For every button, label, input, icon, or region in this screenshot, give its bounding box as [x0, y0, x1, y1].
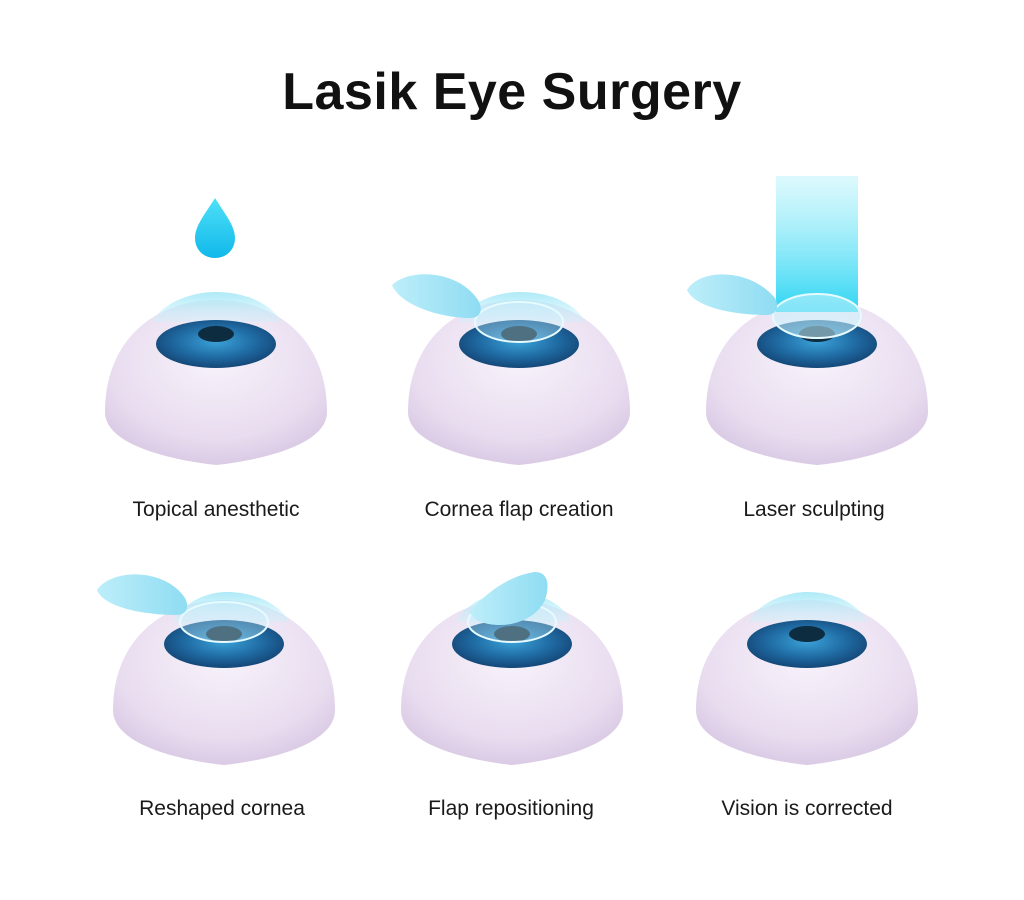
step-label: Topical anesthetic	[132, 498, 300, 521]
cornea-dome-icon	[458, 292, 586, 322]
pupil-icon	[494, 626, 530, 642]
step-reshaped-cornea	[97, 574, 335, 765]
step-vision-is-corrected	[696, 592, 918, 765]
step-label: Reshaped cornea	[139, 797, 305, 820]
cut-circle-icon	[179, 601, 269, 643]
iris-icon	[156, 320, 276, 368]
step-laser-sculpting	[687, 176, 928, 465]
cornea-flap-icon	[392, 274, 481, 318]
iris-icon	[452, 620, 572, 668]
pupil-icon	[206, 626, 242, 642]
iris-icon	[459, 320, 579, 368]
step-label: Flap repositioning	[428, 797, 594, 820]
laser-beam-icon	[776, 176, 858, 312]
pupil-icon	[198, 326, 234, 342]
pupil-icon	[501, 326, 537, 342]
drop-icon	[195, 198, 235, 258]
step-label: Cornea flap creation	[424, 498, 614, 521]
laser-glow-icon	[772, 293, 862, 339]
cornea-flap-icon	[470, 572, 548, 625]
step-topical-anesthetic	[105, 198, 327, 465]
cornea-flap-icon	[687, 274, 778, 315]
step-cornea-flap-creation	[392, 274, 630, 465]
iris-icon	[747, 620, 867, 668]
cornea-flap-icon	[97, 574, 188, 615]
iris-icon	[164, 620, 284, 668]
step-flap-repositioning	[401, 572, 623, 765]
cornea-dome-icon	[748, 592, 868, 622]
pupil-icon	[789, 626, 825, 642]
cut-circle-icon	[474, 301, 564, 343]
cornea-dome-icon	[172, 592, 290, 622]
cornea-dome-icon	[152, 292, 282, 322]
page-title: Lasik Eye Surgery	[282, 63, 742, 121]
step-label: Laser sculpting	[743, 498, 885, 521]
step-label: Vision is corrected	[721, 797, 893, 820]
